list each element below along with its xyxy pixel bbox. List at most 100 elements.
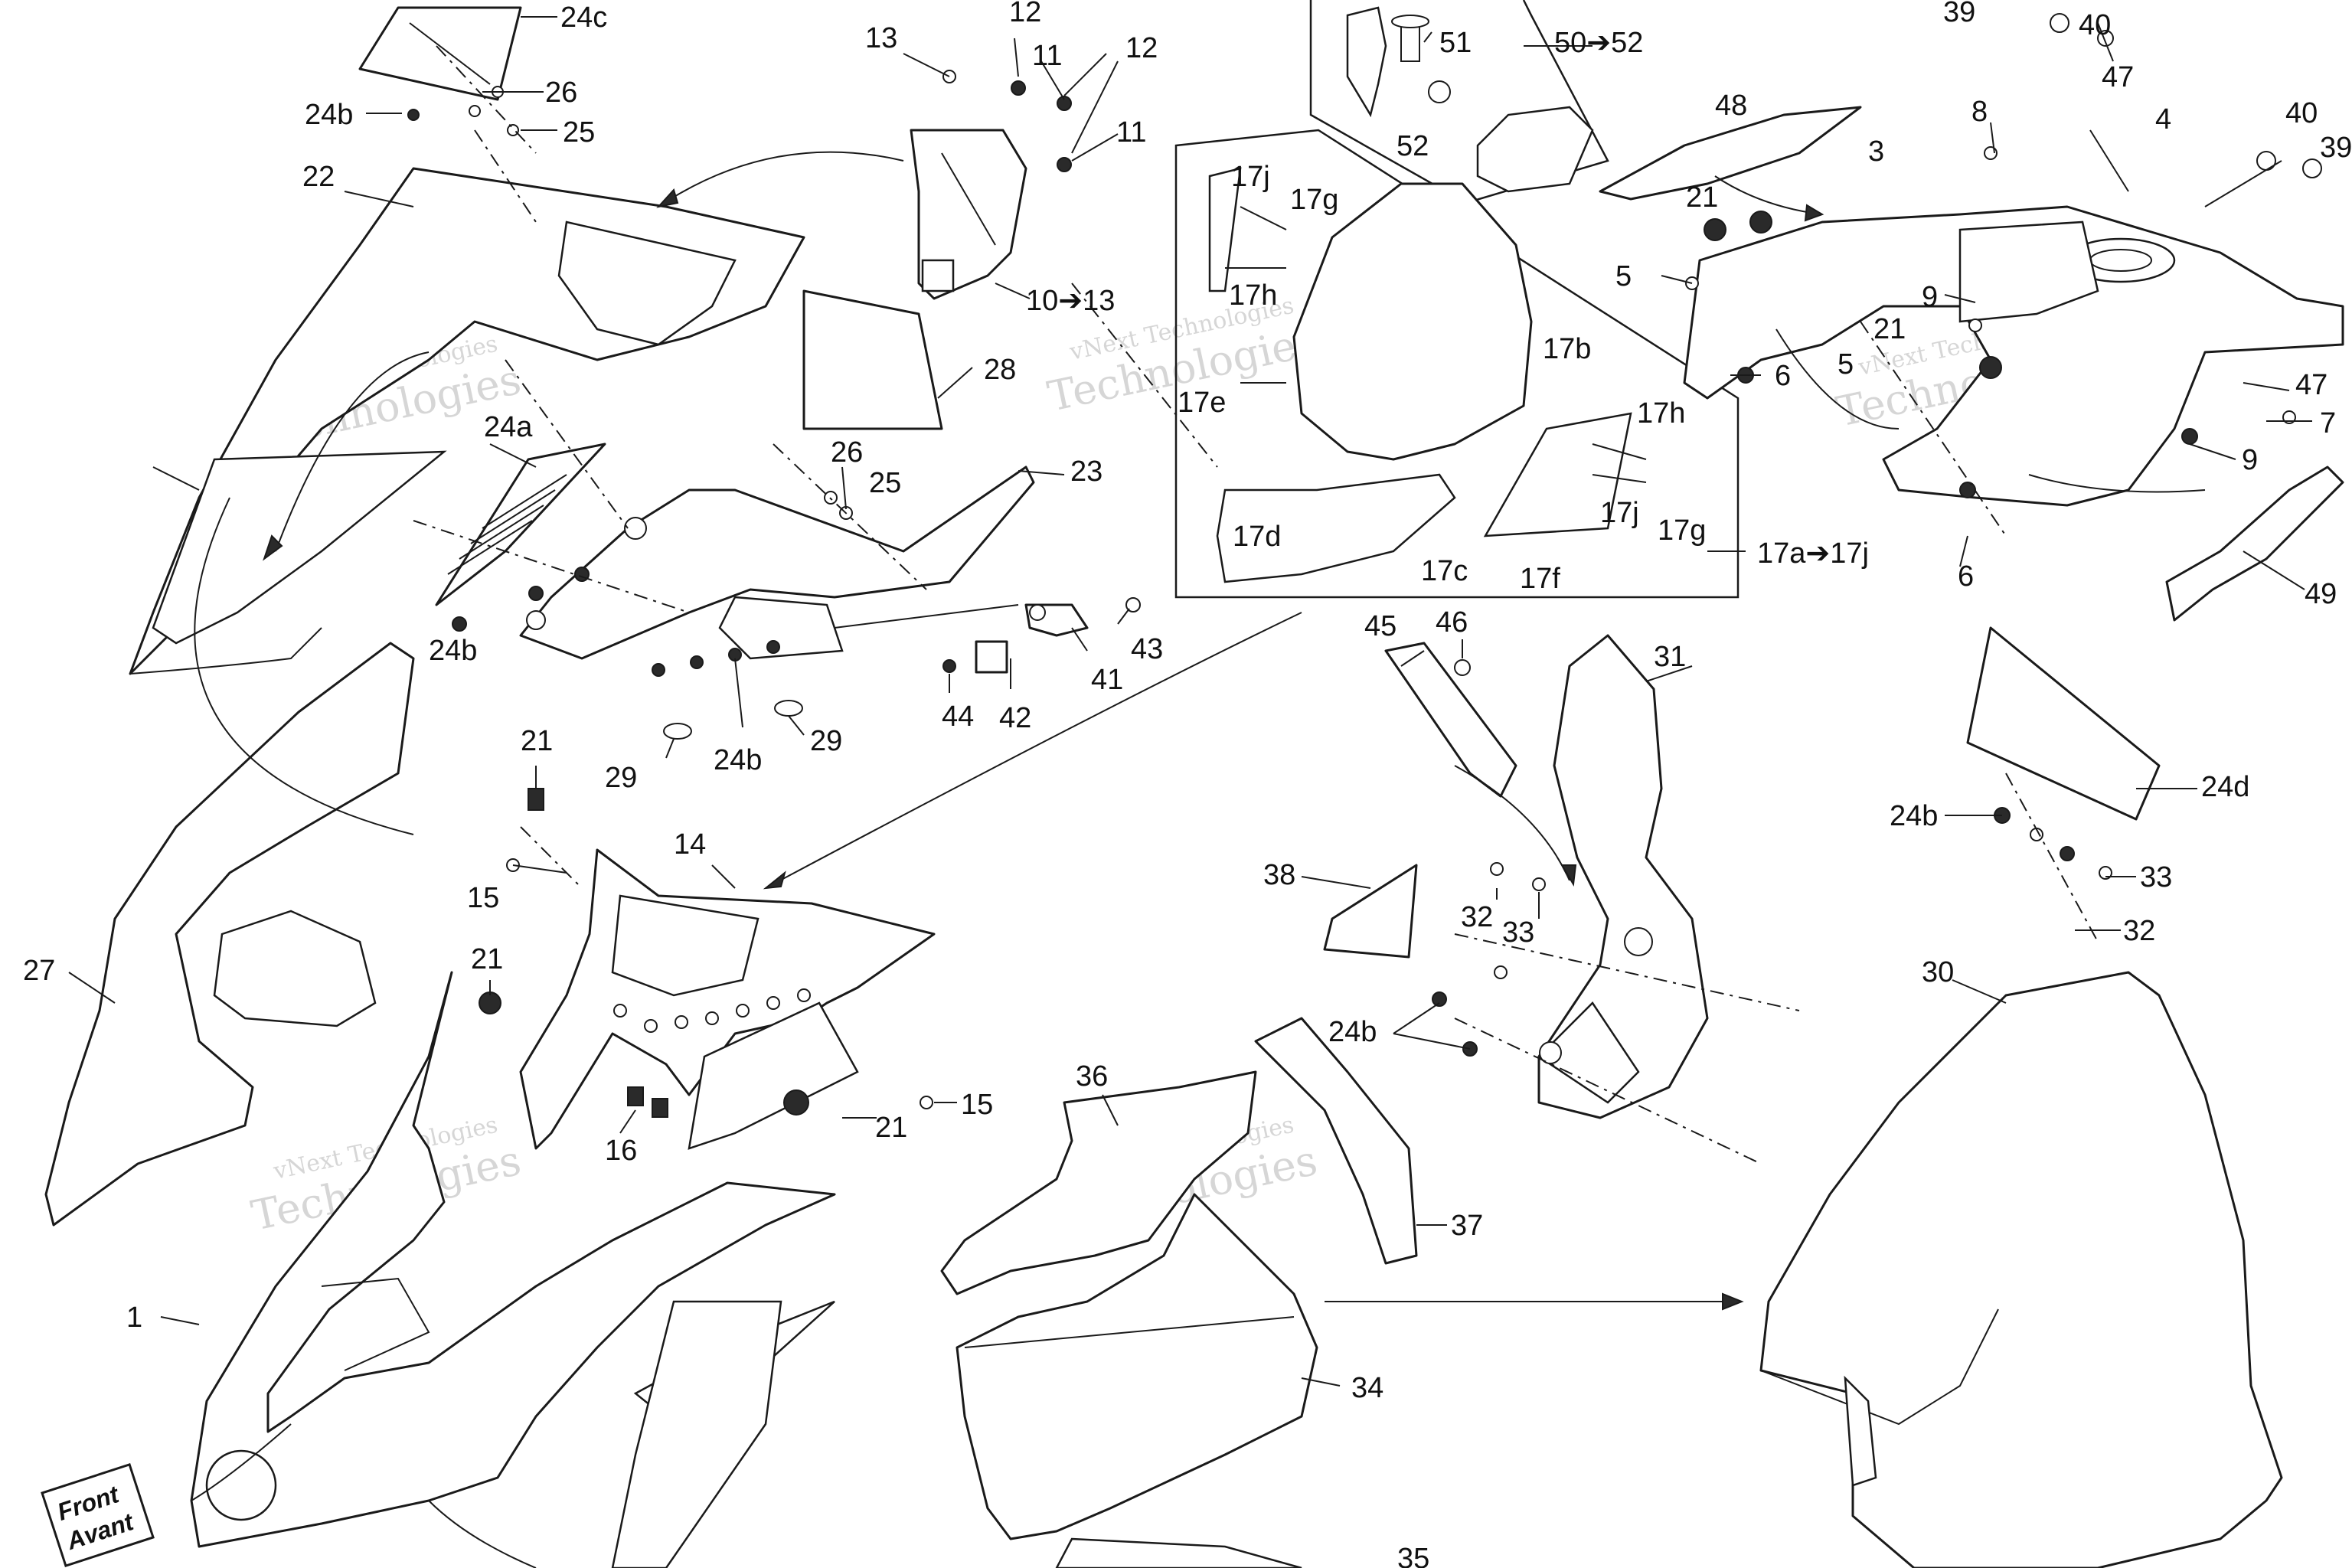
part-38-wedge <box>1323 864 1418 959</box>
part-43-screw <box>1125 597 1141 612</box>
callout-labels: 24c 26 24b 25 22 13 12 11 12 11 10➔13 28… <box>23 0 2352 1568</box>
callout-14: 14 <box>674 828 706 861</box>
callout-11: 11 <box>1032 40 1062 72</box>
callout-11: 11 <box>1116 116 1146 149</box>
callout-8: 8 <box>1971 96 1988 128</box>
part-24c-cover <box>358 6 522 101</box>
callout-6: 6 <box>1958 560 1974 593</box>
callout-17b: 17b <box>1543 333 1591 365</box>
callout-39: 39 <box>1943 0 1975 28</box>
callout-24b: 24b <box>305 99 353 131</box>
callout-21: 21 <box>1873 313 1906 345</box>
part-48-strip <box>1599 106 1862 201</box>
callout-10-13: 10➔13 <box>1026 285 1115 317</box>
callout-15: 15 <box>961 1089 993 1121</box>
callout-27: 27 <box>23 955 55 987</box>
callout-17j: 17j <box>1600 497 1639 529</box>
arrow-lines <box>194 151 2206 1568</box>
callout-41: 41 <box>1091 664 1123 696</box>
callout-51: 51 <box>1439 27 1472 59</box>
part-23-frame-bracket <box>519 466 1035 660</box>
callout-46: 46 <box>1436 606 1468 639</box>
part-41-latch <box>1024 603 1089 637</box>
callout-15: 15 <box>467 882 499 914</box>
part-31-frame <box>1537 634 1709 1119</box>
callout-17g: 17g <box>1290 184 1338 216</box>
callout-17h: 17h <box>1637 397 1685 430</box>
callout-24b: 24b <box>1328 1016 1377 1048</box>
part-44-nut <box>942 659 956 673</box>
callout-32: 32 <box>1461 901 1493 933</box>
callout-42: 42 <box>999 702 1031 734</box>
part-24d-cover <box>1966 626 2161 821</box>
part-3-tank-cover <box>1683 205 2344 507</box>
callout-6: 6 <box>1775 360 1791 392</box>
part-35-lower <box>611 1300 1302 1568</box>
callout-12: 12 <box>1009 0 1041 28</box>
part-17b-windshield <box>1292 182 1533 461</box>
part-27-side-panel <box>44 642 415 1227</box>
callout-26: 26 <box>831 436 863 469</box>
callout-32: 32 <box>2123 915 2155 947</box>
callout-5: 5 <box>1615 260 1632 292</box>
callout-35: 35 <box>1397 1543 1429 1568</box>
part-28-plate <box>802 289 943 430</box>
callout-17e: 17e <box>1178 387 1226 419</box>
callout-12: 12 <box>1125 32 1158 64</box>
callout-40: 40 <box>2285 97 2318 129</box>
part-52-mirror-cover <box>1476 106 1594 193</box>
callout-48: 48 <box>1715 90 1747 122</box>
callout-22: 22 <box>302 161 335 193</box>
callout-49: 49 <box>2305 578 2337 610</box>
callout-24b: 24b <box>714 744 762 776</box>
callout-9: 9 <box>2242 444 2258 476</box>
callout-29: 29 <box>605 762 637 794</box>
callout-37: 37 <box>1451 1210 1483 1242</box>
callout-1: 1 <box>126 1302 142 1334</box>
callout-21: 21 <box>521 725 553 757</box>
callout-52: 52 <box>1396 130 1429 162</box>
callout-5: 5 <box>1838 348 1854 381</box>
callout-17d: 17d <box>1233 521 1281 553</box>
callout-9: 9 <box>1922 281 1938 313</box>
part-51-screw <box>1391 15 1429 62</box>
leader-lines <box>68 16 2312 1387</box>
callout-36: 36 <box>1076 1060 1108 1093</box>
part-49-strip <box>2165 466 2344 622</box>
callout-50-52: 50➔52 <box>1554 27 1643 59</box>
hardware <box>407 13 2322 1118</box>
callout-47: 47 <box>2102 61 2134 93</box>
callout-24b: 24b <box>429 635 477 667</box>
callout-34: 34 <box>1351 1372 1383 1404</box>
callout-38: 38 <box>1263 859 1295 891</box>
callout-25: 25 <box>869 467 901 499</box>
callout-24c: 24c <box>560 2 607 34</box>
callout-23: 23 <box>1070 456 1102 488</box>
detail-box-17 <box>1174 129 1740 599</box>
callout-17a-17j: 17a➔17j <box>1757 537 1869 570</box>
callout-17h: 17h <box>1229 279 1277 312</box>
callout-24d: 24d <box>2201 771 2249 803</box>
part-22-upper-fairing <box>129 167 805 675</box>
part-24a-grille <box>435 443 606 606</box>
callout-26: 26 <box>545 77 577 109</box>
callout-21: 21 <box>875 1112 907 1144</box>
part-42-clip <box>975 640 1008 674</box>
part-46-screw <box>1454 659 1471 676</box>
callout-24b: 24b <box>1890 800 1938 832</box>
callout-45: 45 <box>1364 610 1396 642</box>
part-37-strip <box>1254 1017 1418 1265</box>
callout-17c: 17c <box>1421 555 1468 587</box>
callout-17g: 17g <box>1658 514 1706 547</box>
callout-33: 33 <box>2140 861 2172 893</box>
callout-4: 4 <box>2155 103 2171 136</box>
part-14-inner-bracket <box>519 848 936 1150</box>
callout-33: 33 <box>1502 916 1534 949</box>
assembly-dash-lines <box>413 45 2099 1165</box>
part-30-side-fairing <box>1759 971 2283 1568</box>
part-52-washer <box>1428 80 1451 103</box>
callout-39: 39 <box>2320 132 2352 164</box>
part-17e-bracket <box>1208 167 1242 292</box>
callout-44: 44 <box>942 701 974 733</box>
